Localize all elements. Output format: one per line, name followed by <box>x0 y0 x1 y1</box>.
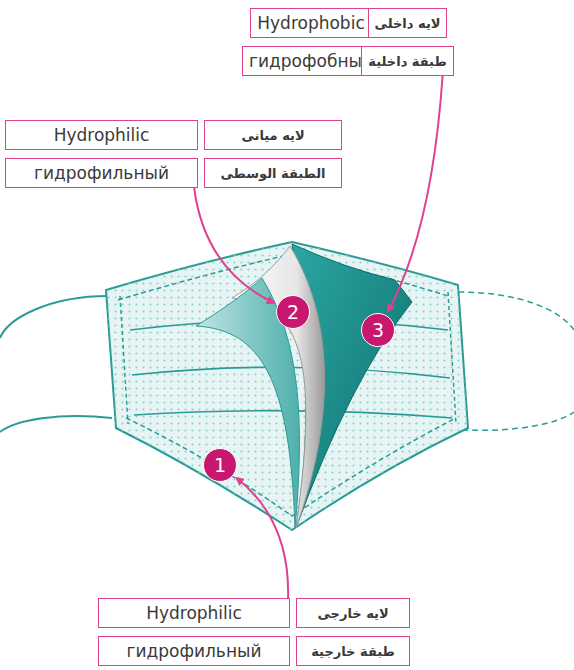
layer-name-box: لایه خارجی <box>296 598 410 628</box>
label-text: 3 <box>372 319 384 341</box>
leader-arrow <box>388 76 443 312</box>
layer-name-box: طبقة داخلية <box>361 46 453 76</box>
mask-body <box>106 242 468 530</box>
callout-number: 2 <box>276 295 310 329</box>
ear-loop <box>458 292 574 330</box>
property-box: гидрофильный <box>98 636 290 666</box>
ear-loop <box>0 416 112 432</box>
property-box: гидрофильный <box>5 158 198 188</box>
layer-name-box: الطبقة الوسطى <box>204 158 342 188</box>
label-text: гидрофобный <box>249 51 373 71</box>
leader-arrow <box>237 478 289 598</box>
label-text: لایه خارجی <box>317 606 388 621</box>
label-text: لایه میانی <box>241 128 304 143</box>
layer-name-box: لایه داخلی <box>368 8 448 38</box>
mask-texture <box>106 242 468 530</box>
ear-loop <box>462 412 574 430</box>
label-text: لایه داخلی <box>375 16 441 31</box>
label-text: Hydrophobic <box>257 13 364 33</box>
label-text: الطبقة الوسطى <box>220 166 325 181</box>
property-box: Hydrophilic <box>98 598 290 628</box>
ear-loop <box>0 302 108 352</box>
label-text: 1 <box>214 454 226 476</box>
label-text: 2 <box>287 301 299 323</box>
label-text: гидрофильный <box>34 163 169 183</box>
label-text: гидрофильный <box>127 641 262 661</box>
leader-arrow <box>194 188 274 303</box>
property-box: Hydrophilic <box>5 120 198 150</box>
property-box: Hydrophobic <box>250 8 371 38</box>
label-text: Hydrophilic <box>146 603 242 623</box>
label-text: طبقة داخلية <box>368 54 446 69</box>
layer-name-box: لایه میانی <box>204 120 342 150</box>
label-text: طبقة خارجية <box>311 644 395 659</box>
property-box: гидрофобный <box>242 46 380 76</box>
callout-number: 1 <box>203 448 237 482</box>
layer-name-box: طبقة خارجية <box>296 636 410 666</box>
label-text: Hydrophilic <box>54 125 150 145</box>
callout-number: 3 <box>361 313 395 347</box>
